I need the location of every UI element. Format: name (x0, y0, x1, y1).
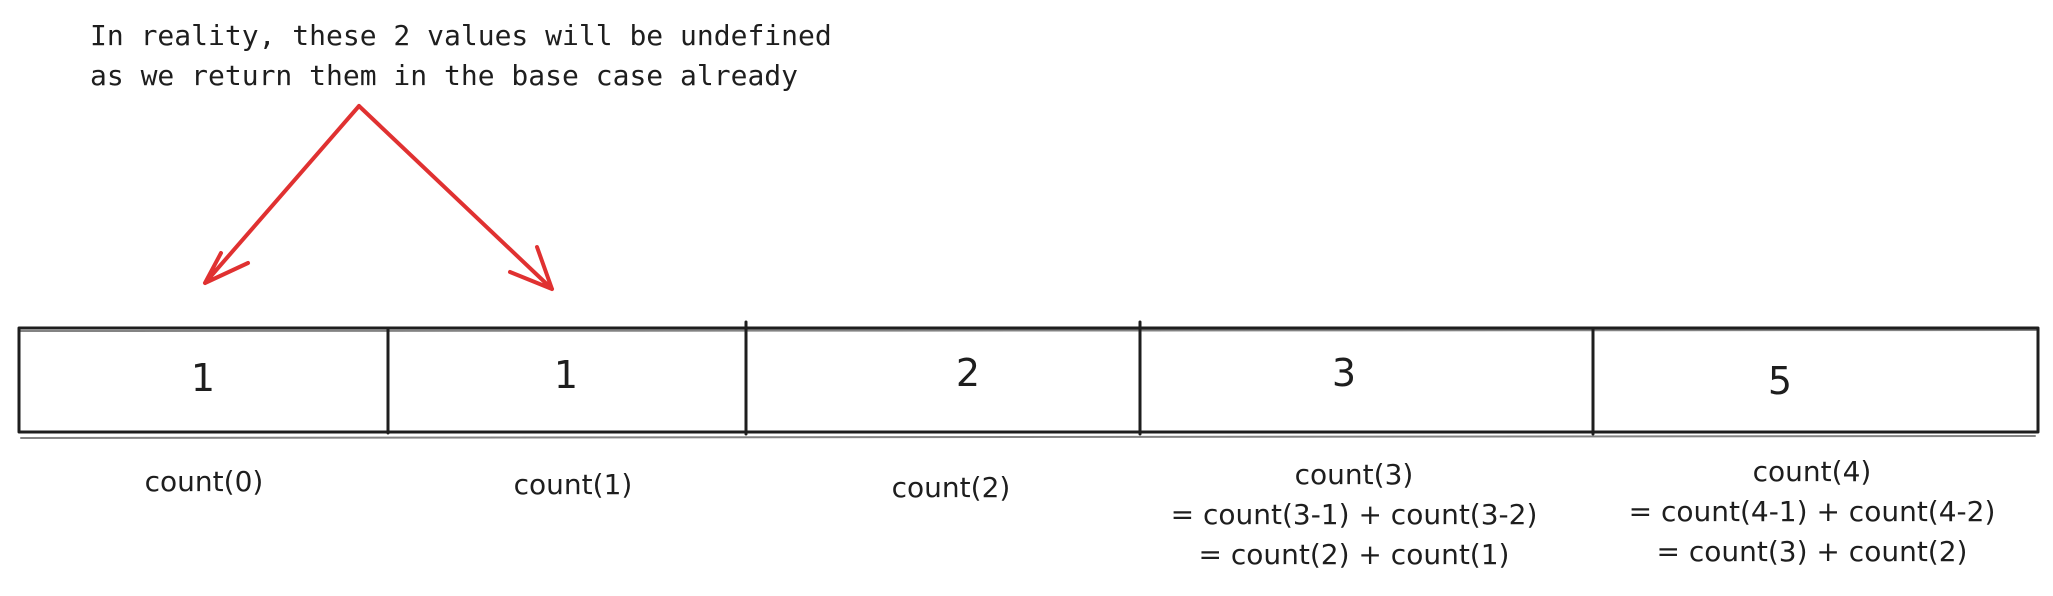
cell-value-4: 5 (1767, 359, 1793, 403)
label-2-line-1: count(2) (891, 471, 1011, 504)
cell-value-3: 3 (1331, 351, 1357, 395)
cell-label-2: count(2) (721, 468, 1181, 508)
cell-label-1: count(1) (343, 465, 803, 505)
cell-value-0: 1 (190, 356, 216, 400)
label-4-line-3: = count(3) + count(2) (1656, 535, 1968, 568)
cell-label-3: count(3) = count(3-1) + count(3-2) = cou… (1124, 455, 1584, 575)
label-4-line-2: = count(4-1) + count(4-2) (1628, 495, 1996, 528)
label-1-line-1: count(1) (513, 468, 633, 501)
label-3-line-1: count(3) (1294, 458, 1414, 491)
annotation-line-1: In reality, these 2 values will be undef… (90, 19, 832, 52)
label-4-line-1: count(4) (1752, 455, 1872, 488)
array-box (17, 320, 2040, 439)
label-0-line-1: count(0) (144, 465, 264, 498)
array-inner-top-stroke (19, 329, 2037, 332)
cell-value-2: 2 (955, 351, 981, 395)
array-outline (17, 326, 2040, 434)
label-3-line-2: = count(3-1) + count(3-2) (1170, 498, 1538, 531)
arrow-left (203, 104, 361, 285)
cell-label-0: count(0) (0, 462, 434, 502)
cell-value-1: 1 (553, 353, 579, 397)
annotation-arrows (203, 104, 554, 291)
annotation-line-2: as we return them in the base case alrea… (90, 59, 799, 92)
label-3-line-3: = count(2) + count(1) (1198, 538, 1510, 571)
cell-label-4: count(4) = count(4-1) + count(4-2) = cou… (1582, 452, 2042, 572)
arrow-right (357, 104, 554, 291)
array-inner-bottom-stroke (20, 435, 2036, 439)
